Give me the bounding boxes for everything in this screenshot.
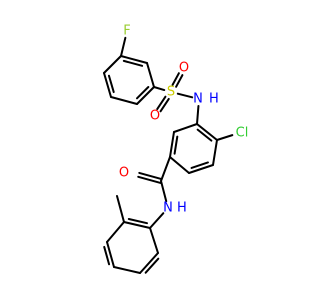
single-bond	[103, 55, 122, 74]
single-bond	[113, 266, 141, 274]
single-bond	[110, 96, 138, 105]
double-bond	[106, 241, 115, 268]
atom-text-ha: H	[177, 201, 187, 216]
atom-label-o: O	[179, 61, 189, 76]
double-bond-inner	[136, 86, 150, 100]
double-bond-inner	[122, 59, 144, 67]
double-bond	[159, 97, 170, 113]
single-bond	[120, 36, 127, 57]
atom-text-na: N	[163, 201, 173, 216]
double-bond	[171, 72, 180, 86]
single-bond	[160, 156, 171, 182]
atom-label-o: O	[119, 166, 129, 181]
double-bond-inner	[103, 245, 111, 266]
single-bond	[146, 62, 155, 88]
double-bond-inner	[144, 257, 160, 274]
double-bond	[188, 164, 214, 174]
single-bond	[116, 195, 125, 223]
atom-text-o1: O	[150, 109, 160, 124]
double-bond-inner	[173, 135, 179, 155]
atom-text-cl: Cl	[236, 126, 249, 141]
single-bond	[176, 92, 194, 99]
atom-label-o: O	[150, 109, 160, 124]
atom-label-h: H	[209, 92, 219, 107]
single-bond	[173, 123, 198, 133]
double-bond	[138, 171, 163, 181]
single-bond	[160, 180, 168, 203]
double-bond	[120, 55, 148, 64]
atom-text-f: F	[123, 24, 130, 39]
double-bond	[123, 221, 151, 229]
atom-text-o2: O	[179, 61, 189, 76]
single-bond	[153, 86, 166, 92]
single-bond	[212, 139, 218, 166]
double-bond-inner	[190, 161, 209, 169]
atom-text-o3: O	[119, 166, 129, 181]
double-bond-inner	[107, 74, 115, 94]
double-bond	[136, 86, 155, 105]
single-bond	[216, 134, 234, 141]
double-bond	[169, 131, 175, 158]
atom-label-n: N	[163, 201, 173, 216]
atom-label-h: H	[177, 201, 187, 216]
single-bond	[196, 104, 200, 125]
double-bond	[103, 72, 112, 98]
single-bond	[169, 156, 190, 174]
single-bond	[106, 221, 125, 243]
double-bond	[175, 74, 184, 88]
atom-label-s: S	[167, 85, 175, 100]
double-bond	[137, 175, 162, 184]
atom-label-f: F	[123, 24, 130, 39]
single-bond	[149, 227, 159, 254]
atom-text-s: S	[167, 85, 175, 100]
single-bond	[149, 212, 165, 229]
atom-label-cl: Cl	[236, 126, 249, 141]
double-bond	[156, 95, 167, 111]
double-bond-inner	[196, 128, 213, 142]
double-bond	[139, 252, 159, 274]
atom-text-ns: N	[193, 92, 203, 107]
atom-label-n: N	[193, 92, 203, 107]
double-bond	[196, 123, 218, 141]
double-bond-inner	[127, 218, 149, 225]
atom-text-hs: H	[209, 92, 219, 107]
